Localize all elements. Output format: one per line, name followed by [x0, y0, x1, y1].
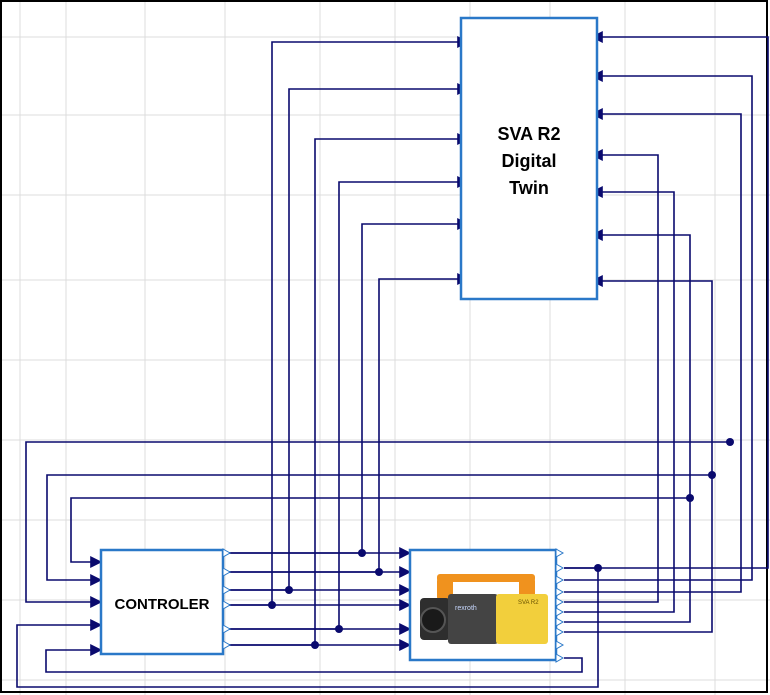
controller-label: CONTROLER: [115, 596, 210, 613]
twin-label-line-1: SVA R2: [497, 124, 560, 144]
junction-dot-icon: [358, 549, 366, 557]
junction-dot-icon: [375, 568, 383, 576]
junction-dot-icon: [335, 625, 343, 633]
junction-dot-icon: [594, 564, 602, 572]
controller-block[interactable]: CONTROLER: [101, 550, 223, 654]
junction-dot-icon: [311, 641, 319, 649]
junction-dot-icon: [686, 494, 694, 502]
junction-dot-icon: [708, 471, 716, 479]
junction-dot-icon: [268, 601, 276, 609]
digital-twin-block[interactable]: SVA R2 Digital Twin: [461, 18, 597, 299]
sensor-device-block[interactable]: rexroth SVA R2: [410, 550, 556, 660]
twin-label-line-2: Digital: [501, 151, 556, 171]
device-model-text: SVA R2: [518, 600, 539, 606]
device-brand-text: rexroth: [455, 605, 477, 612]
junction-dot-icon: [285, 586, 293, 594]
junction-dot-icon: [726, 438, 734, 446]
twin-label-line-3: Twin: [509, 178, 549, 198]
